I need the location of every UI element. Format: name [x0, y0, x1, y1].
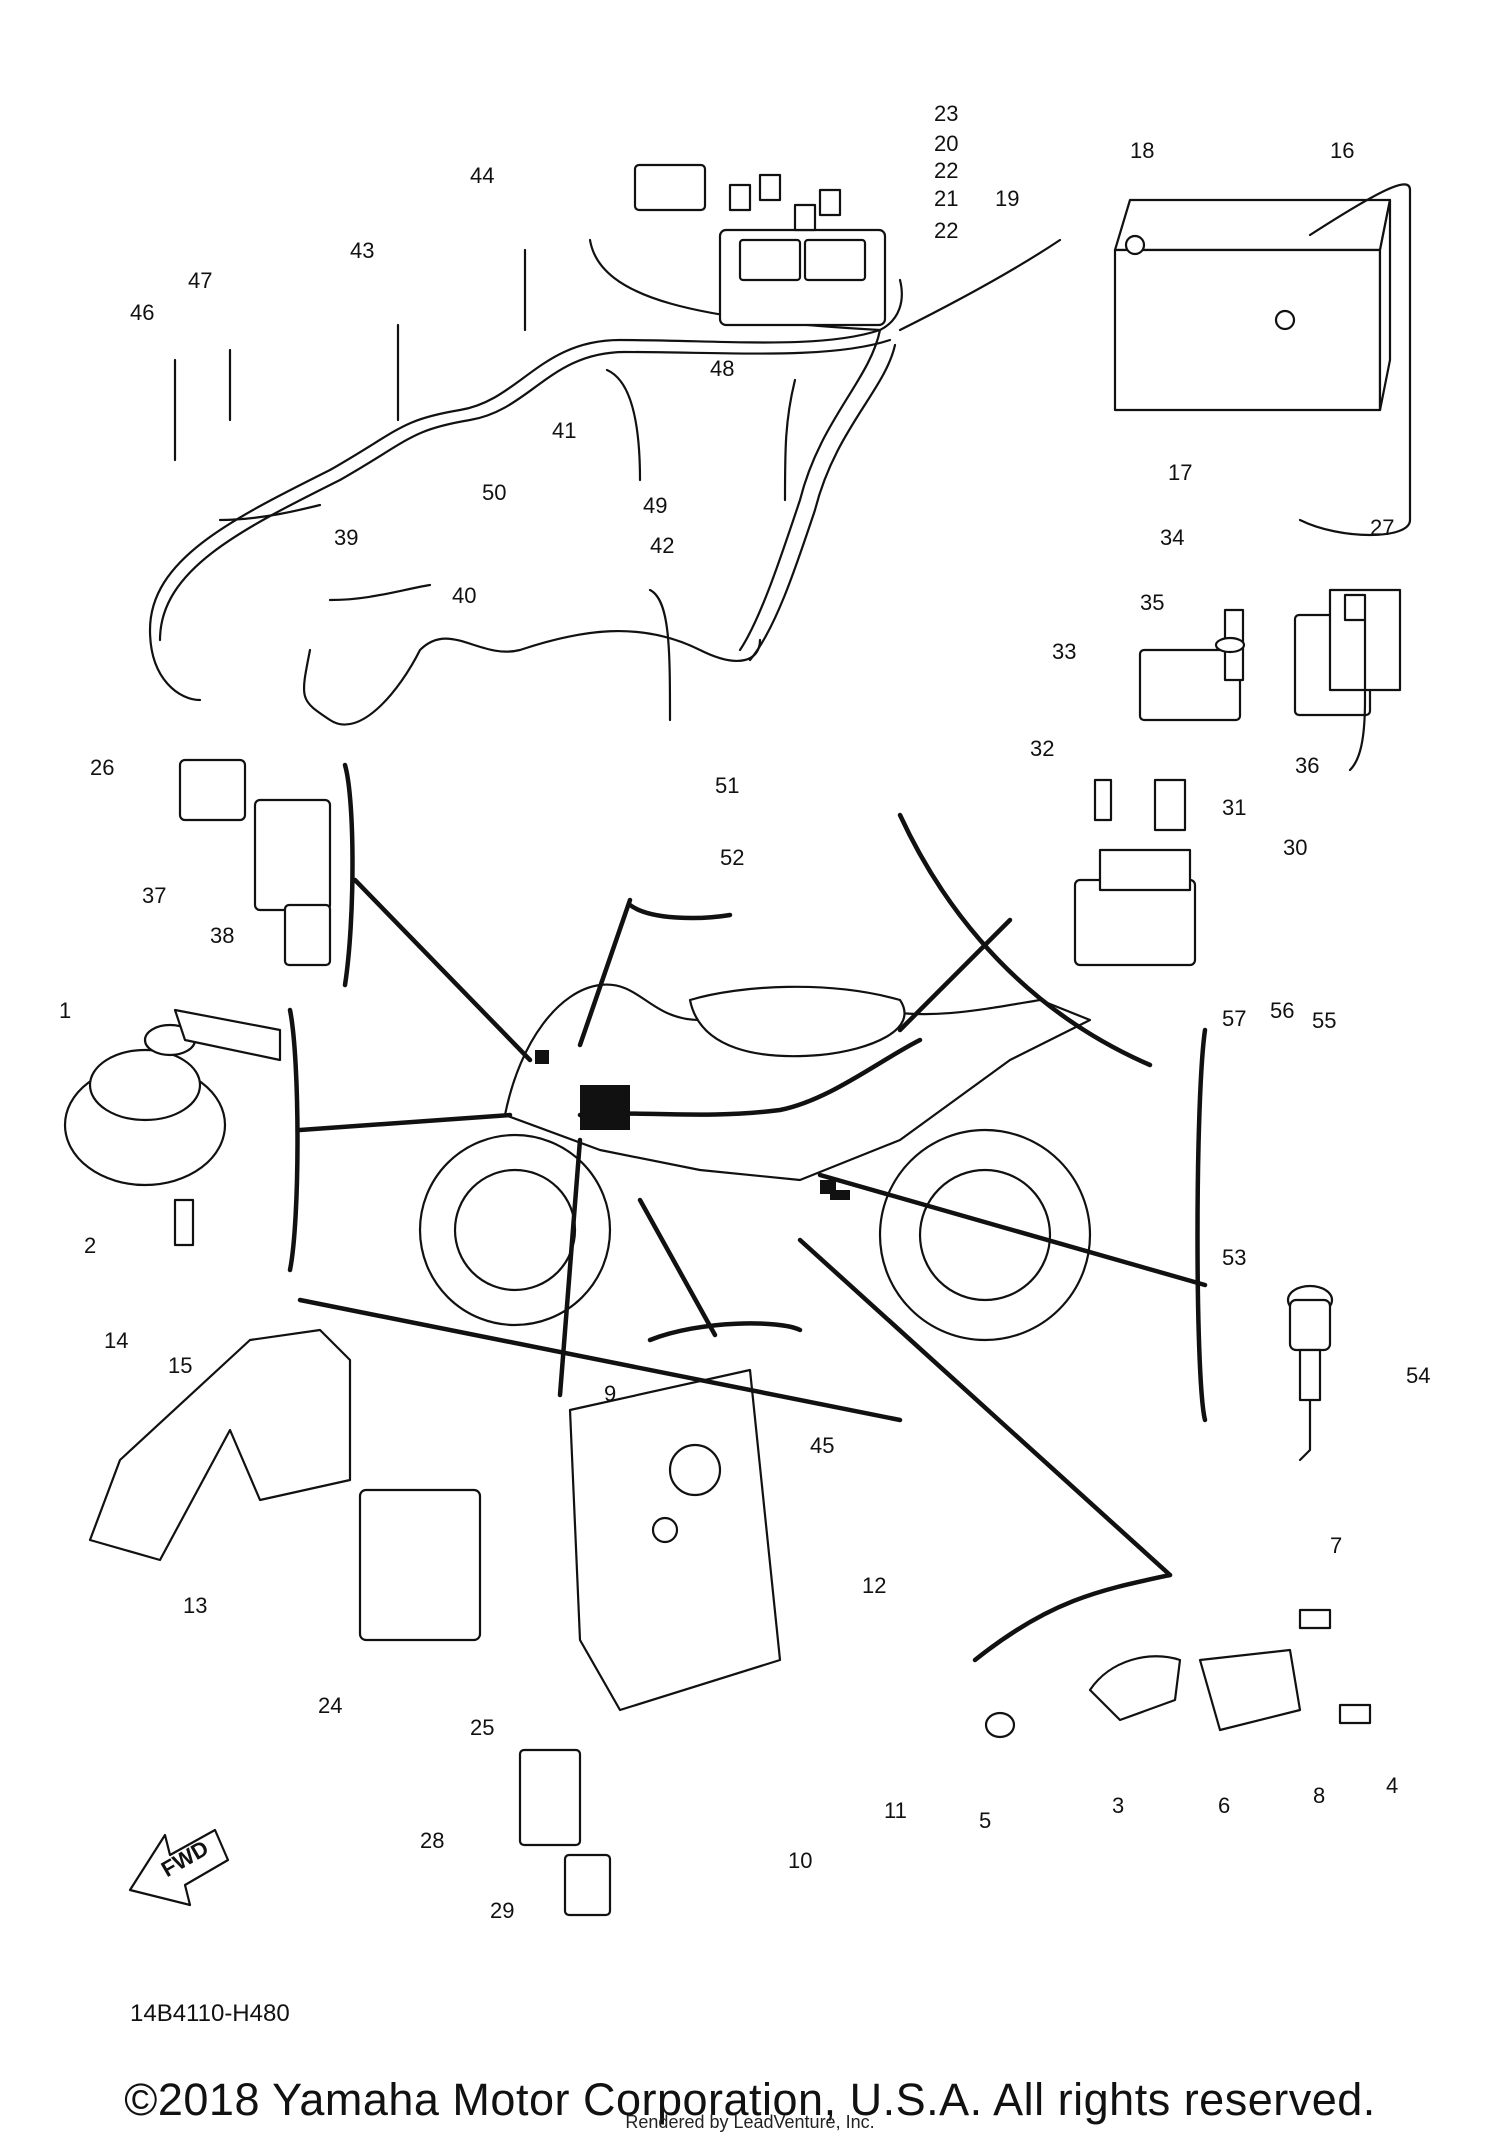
sensor-switch-group — [984, 593, 1372, 1739]
fwd-arrow-icon — [128, 1828, 230, 1907]
horn — [63, 1008, 282, 1247]
callout-30: 30 — [1283, 835, 1308, 860]
callout-22b: 22 — [934, 218, 959, 243]
callout-46: 46 — [130, 300, 155, 325]
callout-8: 8 — [1313, 1783, 1326, 1808]
callout-24: 24 — [318, 1693, 343, 1718]
motorcycle — [418, 983, 1092, 1342]
callout-43: 43 — [350, 238, 375, 263]
callout-26: 26 — [90, 755, 115, 780]
relay-group-right — [1073, 588, 1402, 967]
callout-34: 34 — [1160, 525, 1185, 550]
callout-25: 25 — [470, 1715, 495, 1740]
callout-23: 23 — [934, 101, 959, 126]
callout-1: 1 — [59, 998, 72, 1023]
callout-40: 40 — [452, 583, 477, 608]
callout-56: 56 — [1270, 998, 1295, 1023]
callout-33: 33 — [1052, 639, 1077, 664]
callout-13: 13 — [183, 1593, 208, 1618]
callout-52: 52 — [720, 845, 745, 870]
callout-28: 28 — [420, 1828, 445, 1853]
callout-9: 9 — [604, 1381, 617, 1406]
callout-7: 7 — [1330, 1533, 1343, 1558]
callout-10: 10 — [788, 1848, 813, 1873]
callout-6: 6 — [1218, 1793, 1231, 1818]
wire-harness — [148, 238, 1062, 726]
callout-22a: 22 — [934, 158, 959, 183]
callout-4: 4 — [1386, 1773, 1399, 1798]
callout-55: 55 — [1312, 1008, 1337, 1033]
callout-12: 12 — [862, 1573, 887, 1598]
callout-48: 48 — [710, 356, 735, 381]
callout-42: 42 — [650, 533, 675, 558]
callout-19: 19 — [995, 186, 1020, 211]
callout-20: 20 — [934, 131, 959, 156]
callout-45: 45 — [810, 1433, 835, 1458]
callout-39: 39 — [334, 525, 359, 550]
callout-11: 11 — [884, 1798, 907, 1823]
callout-35: 35 — [1140, 590, 1165, 615]
relay-group-left — [178, 758, 332, 967]
callout-2: 2 — [84, 1233, 97, 1258]
bracket-regulator-ecu — [88, 1328, 782, 1917]
callout-29: 29 — [490, 1898, 515, 1923]
callout-38: 38 — [210, 923, 235, 948]
callout-21: 21 — [934, 186, 959, 211]
callout-47: 47 — [188, 268, 213, 293]
callout-49: 49 — [643, 493, 668, 518]
leader-lines — [287, 762, 1208, 1663]
callout-53: 53 — [1222, 1245, 1247, 1270]
fuse-box — [633, 163, 887, 327]
callout-3: 3 — [1112, 1793, 1125, 1818]
battery — [1113, 183, 1412, 537]
callout-17: 17 — [1168, 460, 1193, 485]
callout-57: 57 — [1222, 1006, 1247, 1031]
diagram-code: 14B4110-H480 — [130, 2000, 290, 2027]
callout-50: 50 — [482, 480, 507, 505]
callout-14: 14 — [104, 1328, 129, 1353]
callout-18: 18 — [1130, 138, 1155, 163]
callout-31: 31 — [1222, 795, 1247, 820]
callout-54: 54 — [1406, 1363, 1431, 1388]
callout-16: 16 — [1330, 138, 1355, 163]
rendered-by: Rendered by LeadVenture, Inc. — [625, 2112, 875, 2132]
callout-37: 37 — [142, 883, 167, 908]
callout-51: 51 — [715, 773, 740, 798]
callout-32: 32 — [1030, 736, 1055, 761]
callout-5: 5 — [979, 1808, 992, 1833]
callout-41: 41 — [552, 418, 577, 443]
callout-15: 15 — [168, 1353, 193, 1378]
callout-27: 27 — [1370, 515, 1395, 540]
callout-44: 44 — [470, 163, 495, 188]
callout-36: 36 — [1295, 753, 1320, 778]
copyright-notice: ©2018 Yamaha Motor Corporation, U.S.A. A… — [124, 2074, 1376, 2125]
